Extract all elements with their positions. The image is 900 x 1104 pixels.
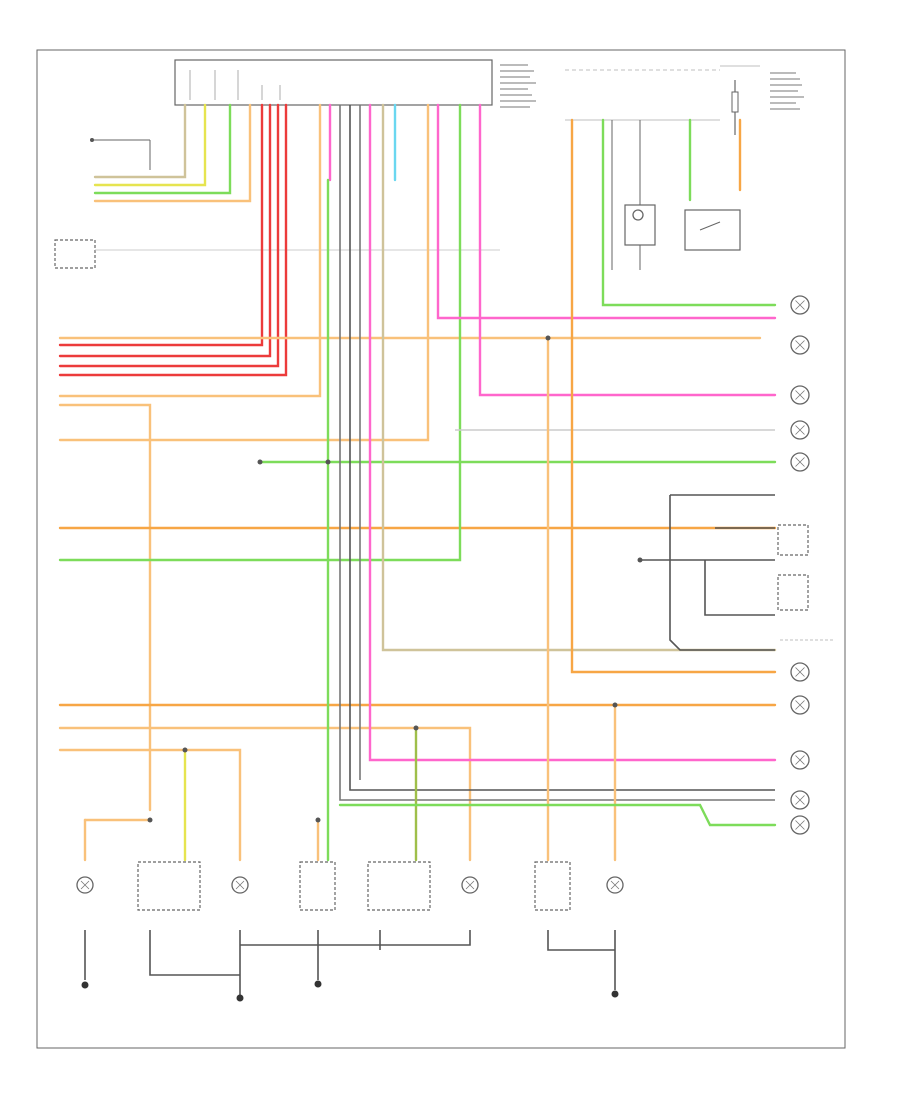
wire-yellow-1 xyxy=(93,103,207,187)
module-title-block xyxy=(500,64,536,108)
ground-icon xyxy=(236,994,244,1002)
lamp-icon xyxy=(606,876,624,894)
wire-gray-1 xyxy=(339,105,775,801)
lamp-housing xyxy=(777,524,809,556)
horizontal-orange-rows xyxy=(58,103,777,862)
junction-dot-icon xyxy=(257,459,263,465)
lamp-housing xyxy=(777,574,809,611)
lamp-icon xyxy=(76,876,94,894)
wire-green-row-4 xyxy=(338,803,777,827)
wire-orange-row-8 xyxy=(58,748,242,862)
lamp-icon xyxy=(790,295,810,315)
bottom-ground-bus xyxy=(84,930,616,995)
wire-pink-1 xyxy=(436,103,777,320)
wire-tan-2 xyxy=(381,103,777,652)
right-feeder-wires xyxy=(83,118,777,862)
wire-green-row-3 xyxy=(601,118,777,307)
lamp-icon xyxy=(790,790,810,810)
wire-green-row-2 xyxy=(58,103,462,562)
wire-orange-row-7 xyxy=(58,726,472,862)
lamp-housing xyxy=(367,861,431,911)
module-pin-labels xyxy=(189,70,281,100)
wire-pink-3 xyxy=(368,103,777,762)
junction-dot-icon xyxy=(413,725,419,731)
red-wire-group xyxy=(58,103,288,377)
wire-pink-2 xyxy=(478,103,777,397)
misc-vertical-wires xyxy=(183,103,777,862)
junction-dot-icon xyxy=(545,335,551,341)
wire-red-3 xyxy=(58,103,280,368)
ground-symbols xyxy=(81,980,619,1002)
diagram-frame xyxy=(36,49,846,1049)
ground-icon xyxy=(314,980,322,988)
wire-black-1 xyxy=(349,105,775,791)
wire-orange-row-2 xyxy=(58,103,322,398)
lamp-icon xyxy=(790,815,810,835)
lamp-icon xyxy=(461,876,479,894)
wire-red-4 xyxy=(58,103,288,377)
wire-tan-1 xyxy=(93,103,187,179)
wire-red-2 xyxy=(58,103,272,358)
wire-orange-vert-1 xyxy=(570,118,777,674)
left-switch-component xyxy=(54,138,500,269)
lamp-icon xyxy=(790,452,810,472)
lamp-housing xyxy=(299,861,336,911)
pink-wire-group xyxy=(328,103,777,762)
fuse-junction-block xyxy=(565,65,804,135)
junction-dot-icon xyxy=(182,747,188,753)
horizontal-green-rows xyxy=(58,103,777,562)
wire-lightorange-1 xyxy=(93,103,252,203)
lamp-icon xyxy=(790,420,810,440)
left-module-wires xyxy=(93,103,252,203)
wire-red-1 xyxy=(58,103,264,347)
junction-title-block xyxy=(770,72,804,110)
main-control-module xyxy=(174,59,536,108)
junction-dot-icon xyxy=(325,459,331,465)
lamp-icon xyxy=(231,876,249,894)
right-ground-junction xyxy=(637,494,835,651)
junction-dots xyxy=(147,335,618,823)
wire-orange-row-4 xyxy=(58,103,430,442)
wire-orange-row-3 xyxy=(58,403,152,812)
bottom-lamp-row xyxy=(76,861,624,911)
lamp-housing xyxy=(534,861,571,911)
lamp-icon xyxy=(790,750,810,770)
junction-dot-icon xyxy=(147,817,153,823)
lamp-icon xyxy=(790,385,810,405)
right-lamp-column xyxy=(777,295,810,835)
lamp-icon xyxy=(790,335,810,355)
lamp-icon xyxy=(790,695,810,715)
ground-icon xyxy=(81,981,89,989)
wire-green-1 xyxy=(93,103,232,195)
gray-wire-group xyxy=(339,105,775,801)
junction-dot-icon xyxy=(315,817,321,823)
junction-dot-icon xyxy=(612,702,618,708)
right-relay-components xyxy=(611,120,741,270)
lamp-icon xyxy=(790,662,810,682)
ground-icon xyxy=(611,990,619,998)
lamp-housing xyxy=(137,861,201,911)
